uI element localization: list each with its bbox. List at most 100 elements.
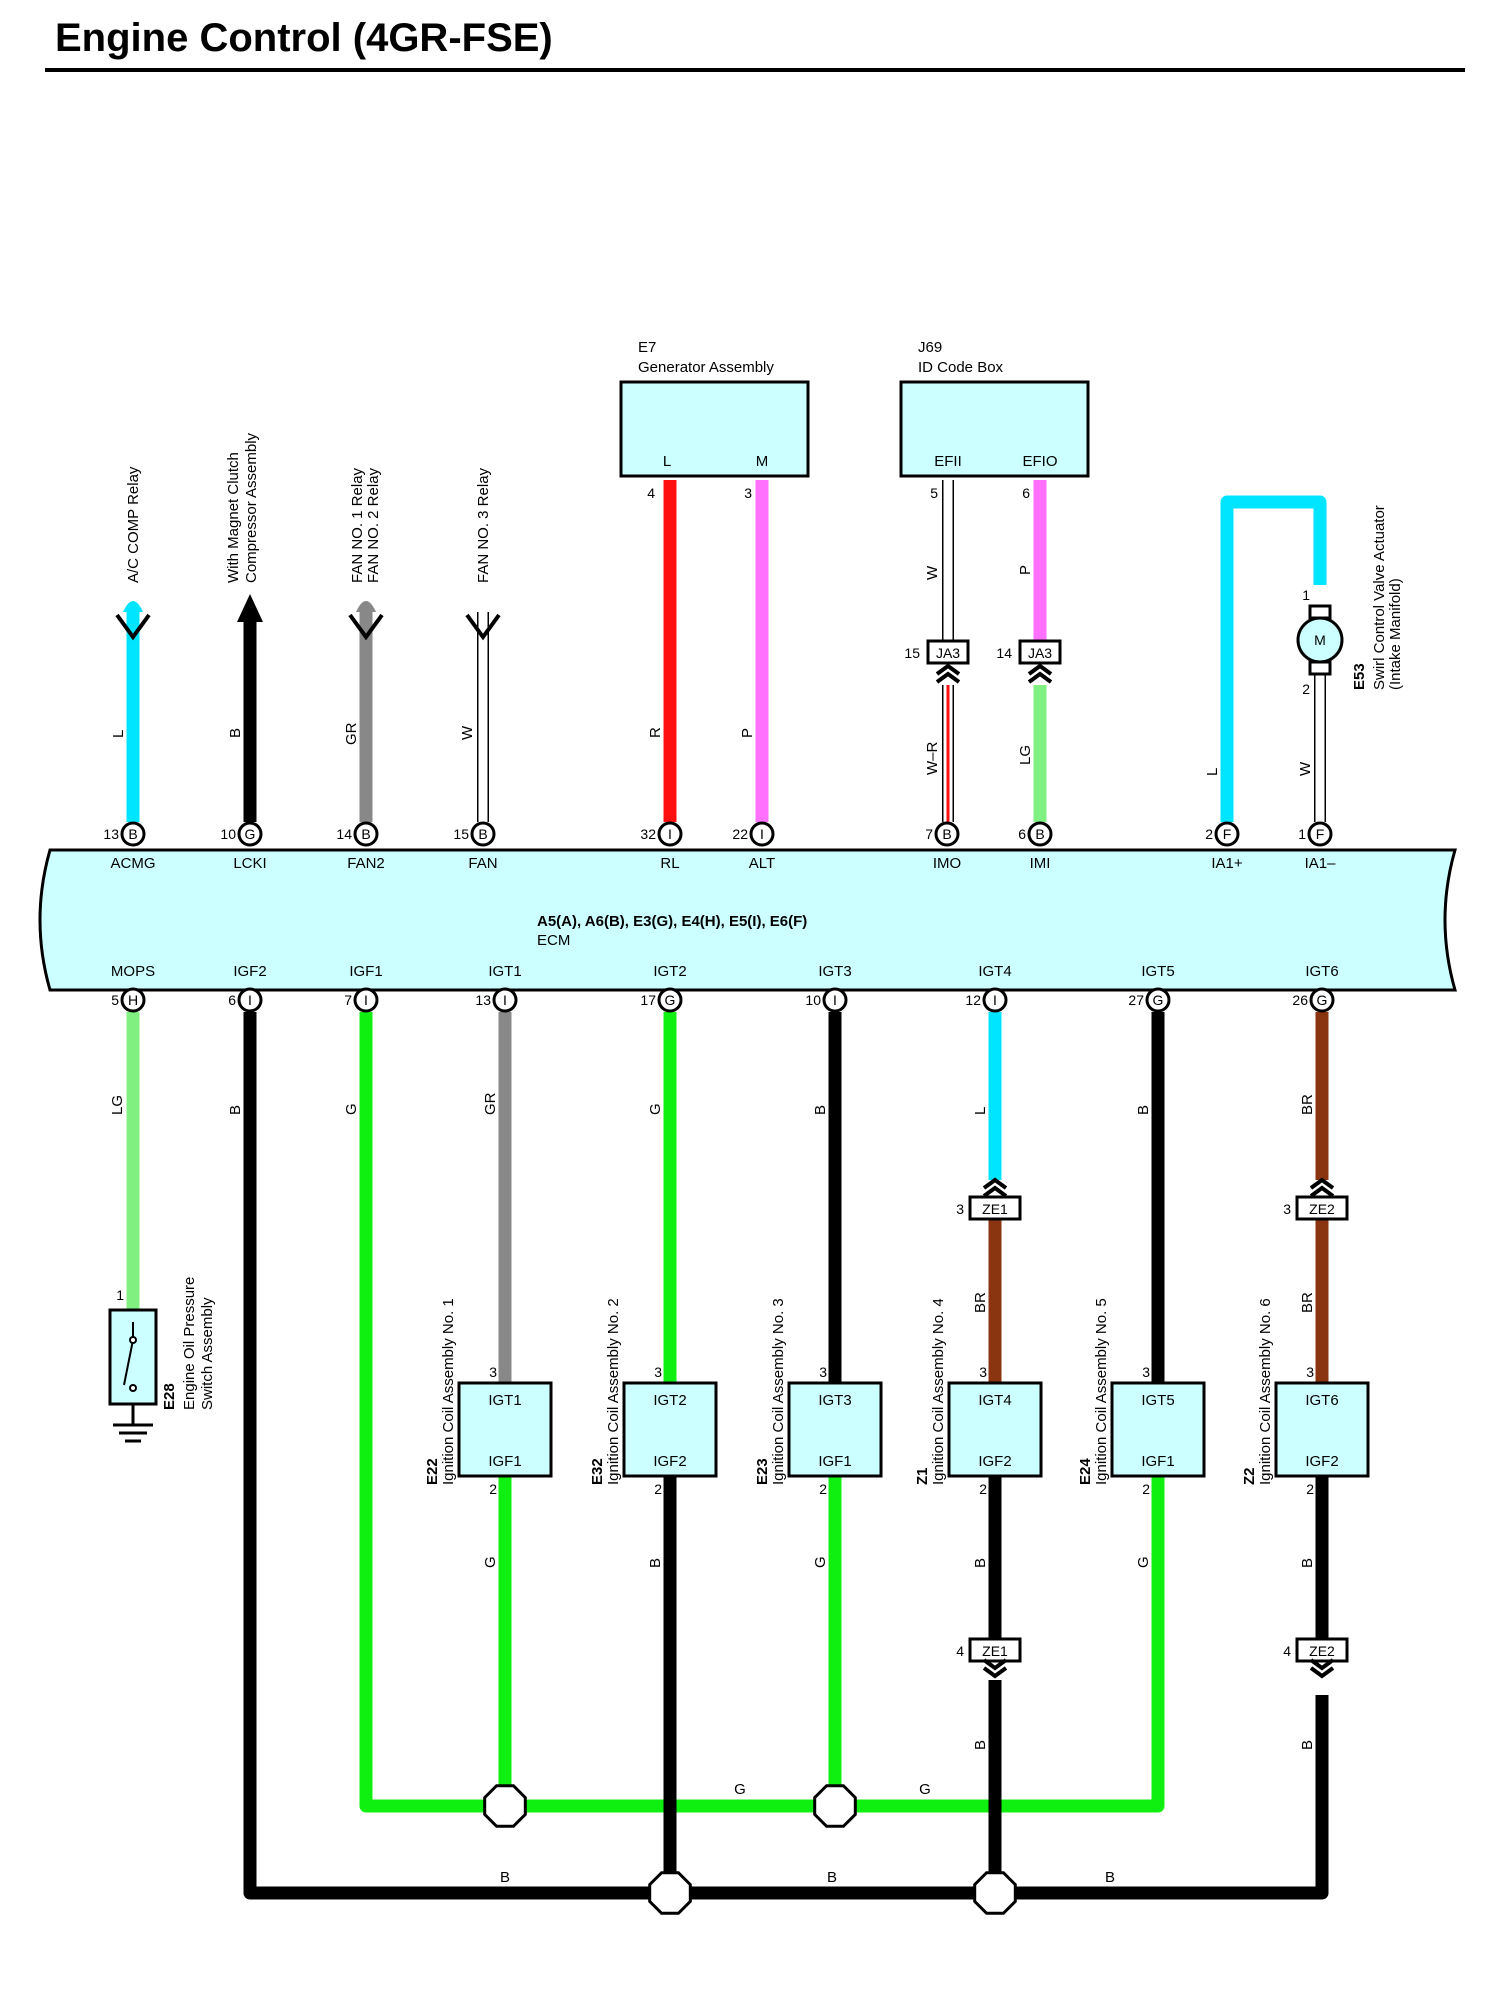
wirelbl-z1-br: BR bbox=[972, 1292, 989, 1313]
ecm-bottom-pin-igt1-circle bbox=[492, 987, 518, 1013]
wirelbl-lcki: B bbox=[227, 728, 244, 738]
coil-3-box bbox=[787, 1381, 883, 1478]
coil-4-pin-top: 3 bbox=[979, 1364, 987, 1380]
wirelbl-igt6: BR bbox=[1299, 1094, 1316, 1115]
coil-1-pin-bottom: 2 bbox=[489, 1481, 497, 1497]
ja3-box-1 bbox=[926, 639, 970, 665]
coil-5-code: E24 bbox=[1077, 1458, 1094, 1485]
wirelbl-efii: W bbox=[924, 565, 941, 580]
swirl-code: E53 bbox=[1351, 663, 1368, 690]
ecm-top-pin-acmg-letter: B bbox=[128, 826, 137, 842]
ecm-term-fan2: FAN2 bbox=[347, 855, 385, 872]
coil-1-name: Ignition Coil Assembly No. 1 bbox=[440, 1298, 457, 1485]
ecm-bottom-pin-igt6-circle bbox=[1309, 987, 1335, 1013]
wire-igf1-bus bbox=[359, 1012, 1165, 1813]
components: A5(A), A6(B), E3(G), E4(H), E5(I), E6(F)… bbox=[38, 339, 1457, 1915]
ecm-term-lcki: LCKI bbox=[233, 855, 266, 872]
id-code-box-terminal-efio: EFIO bbox=[1022, 453, 1057, 470]
coil-3-pin-top: 3 bbox=[819, 1364, 827, 1380]
ecm-bottom-pin-igt5-letter: G bbox=[1153, 992, 1164, 1008]
ze2-bottom-pin: 4 bbox=[1283, 1643, 1291, 1659]
ecm-top-pin-fan2-number: 14 bbox=[336, 826, 352, 842]
wirelbl-ia1-minus: W bbox=[1297, 761, 1314, 776]
coil-4-igt: IGT4 bbox=[978, 1392, 1011, 1409]
ecm-bterm-igt5: IGT5 bbox=[1141, 963, 1174, 980]
generator-terminal-l: L bbox=[663, 453, 671, 470]
ecm-term-alt: ALT bbox=[749, 855, 775, 872]
ecm-top-pin-imi-circle bbox=[1027, 821, 1053, 847]
buslbl-b2: B bbox=[827, 1869, 837, 1886]
ecm-bterm-igt3: IGT3 bbox=[818, 963, 851, 980]
fan2-v-mark bbox=[348, 613, 384, 641]
wirelbl-z1-b: B bbox=[972, 1740, 989, 1750]
wirelbl-coil2-bottom: B bbox=[647, 1558, 664, 1568]
dest-fan3: FAN NO. 3 Relay bbox=[475, 467, 492, 583]
coil-2-code: E32 bbox=[589, 1458, 606, 1485]
ja3-box-2 bbox=[1018, 639, 1062, 665]
coil-1-box bbox=[457, 1381, 553, 1478]
ecm-bottom-pin-igt6-number: 26 bbox=[1292, 992, 1308, 1008]
ecm-bterm-igt6: IGT6 bbox=[1305, 963, 1338, 980]
wirelbl-imo: W–R bbox=[924, 742, 941, 776]
generator-name: Generator Assembly bbox=[638, 359, 774, 376]
coil-1-igt: IGT1 bbox=[488, 1392, 521, 1409]
wirelbl-coil1-bottom: G bbox=[482, 1556, 499, 1568]
oil-switch-pin: 1 bbox=[116, 1287, 124, 1303]
ze1-top-pin: 3 bbox=[956, 1201, 964, 1217]
ecm-top-pin-rl-number: 32 bbox=[640, 826, 656, 842]
coil-5-pin-top: 3 bbox=[1142, 1364, 1150, 1380]
ecm-name: ECM bbox=[537, 932, 570, 949]
coil-2-igf: IGF2 bbox=[653, 1453, 686, 1470]
ecm-top-pin-ia1+-letter: F bbox=[1223, 826, 1232, 842]
ja3-label-2: JA3 bbox=[1028, 645, 1052, 661]
ja3-label-1: JA3 bbox=[936, 645, 960, 661]
ecm-term-ia1–: IA1– bbox=[1305, 855, 1337, 872]
ecm-bottom-pin-igf2-circle bbox=[237, 987, 263, 1013]
wirelbl-igt4: L bbox=[972, 1107, 989, 1115]
ecm-bottom-pin-igt5-number: 27 bbox=[1128, 992, 1144, 1008]
ecm-term-rl: RL bbox=[660, 855, 679, 872]
ecm-bottom-pin-igt5-circle bbox=[1145, 987, 1171, 1013]
wirelbl-ia1-plus: L bbox=[1204, 768, 1221, 776]
ecm-bterm-igf1: IGF1 bbox=[349, 963, 382, 980]
ecm-bottom-pin-mops-circle bbox=[120, 987, 146, 1013]
ze2-bottom-chevron-b bbox=[1309, 1658, 1335, 1671]
ze1-bottom-chevron-b bbox=[982, 1658, 1008, 1671]
id-code-box bbox=[899, 380, 1090, 478]
wirelbl-coil6-bottom: B bbox=[1299, 1558, 1316, 1568]
ze1-top-chevron-b bbox=[982, 1185, 1008, 1198]
wirelbl-igt1: GR bbox=[482, 1092, 499, 1115]
ze2-bottom-chevron-a bbox=[1309, 1666, 1335, 1679]
oil-switch-node-2 bbox=[129, 1384, 137, 1392]
swirl-motor-bottom bbox=[1308, 660, 1332, 676]
splice-b-1 bbox=[648, 1871, 692, 1915]
coil-1-igf: IGF1 bbox=[488, 1453, 521, 1470]
wirelbl-fan: W bbox=[459, 725, 476, 740]
swirl-pin-1: 1 bbox=[1302, 587, 1310, 603]
wirelbl-igt3: B bbox=[812, 1105, 829, 1115]
wires bbox=[126, 480, 1329, 1900]
acmg-v-mark bbox=[115, 613, 151, 641]
ze1-top-chevron-a bbox=[982, 1177, 1008, 1190]
ecm-bottom-pin-igt3-number: 10 bbox=[805, 992, 821, 1008]
coil-5-pin-bottom: 2 bbox=[1142, 1481, 1150, 1497]
coil-5-igf: IGF1 bbox=[1141, 1453, 1174, 1470]
wirelbl-coil5-bottom: G bbox=[1135, 1556, 1152, 1568]
ja3-chevron-2-b bbox=[1027, 671, 1053, 684]
coil-1-code: E22 bbox=[424, 1458, 441, 1485]
ze1-top-label: ZE1 bbox=[982, 1201, 1008, 1217]
coil-6-igf: IGF2 bbox=[1305, 1453, 1338, 1470]
ecm-term-imi: IMI bbox=[1030, 855, 1051, 872]
coil-2-box bbox=[622, 1381, 718, 1478]
swirl-motor-label: M bbox=[1314, 632, 1326, 648]
coil-2-name: Ignition Coil Assembly No. 2 bbox=[605, 1298, 622, 1485]
page-title: Engine Control (4GR-FSE) bbox=[55, 16, 553, 60]
ecm-top-pin-imo-number: 7 bbox=[925, 826, 933, 842]
oil-switch-node-1 bbox=[129, 1336, 137, 1344]
swirl-line2: (Intake Manifold) bbox=[1387, 578, 1404, 690]
ecm-top-pin-lcki-letter: G bbox=[245, 826, 256, 842]
ja3-chevron-1-b bbox=[935, 671, 961, 684]
coil-4-box bbox=[947, 1381, 1043, 1478]
ecm-top-pin-rl-circle bbox=[657, 821, 683, 847]
ze1-bottom-label: ZE1 bbox=[982, 1643, 1008, 1659]
